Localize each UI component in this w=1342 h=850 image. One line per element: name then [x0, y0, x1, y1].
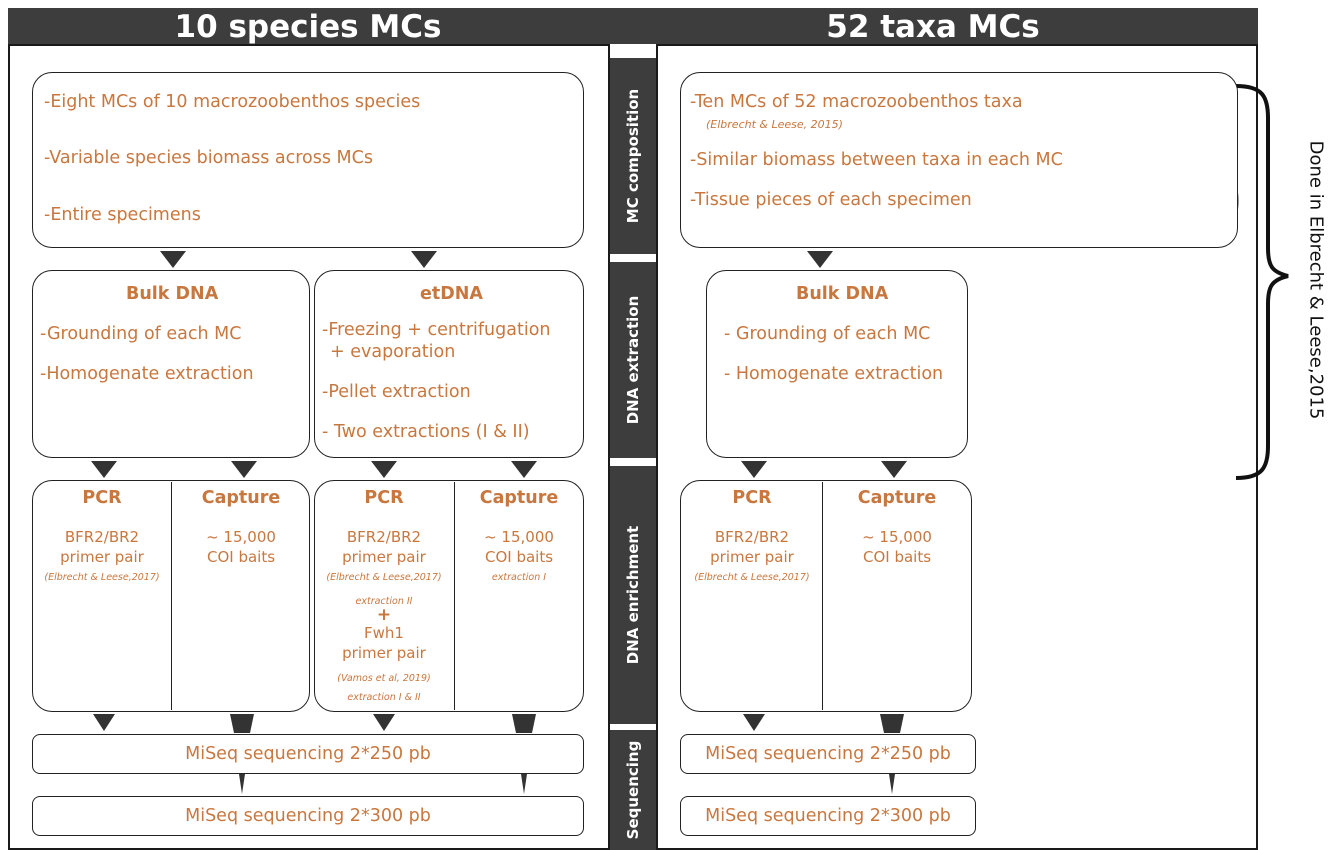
pcr2-line2: primer pair	[342, 548, 426, 566]
left-etdna-line2: -Pellet extraction	[322, 382, 471, 402]
arrow-seq-right	[889, 774, 895, 794]
left-seq-250: MiSeq sequencing 2*250 pb	[32, 734, 584, 774]
left-etdna-line1b: + evaporation	[330, 342, 456, 362]
arrow-seq-left-1	[239, 774, 245, 794]
pcr2-plus: +	[376, 605, 392, 625]
brace-label: Done in Elbrecht & Leese,2015	[1305, 140, 1327, 420]
pcr2-line3: Fwh1	[364, 624, 404, 642]
right-cap-title: Capture	[857, 488, 937, 508]
arrow-pcr2-seq	[373, 714, 395, 731]
pcr2-extraction-ii: extraction II	[355, 596, 413, 607]
left-panel	[8, 44, 610, 850]
arrow-comp-etdna	[411, 251, 437, 268]
pcr1-cite: (Elbrecht & Leese,2017)	[44, 572, 160, 583]
arrow-right-cap-seq	[880, 714, 904, 733]
right-bulk-line2: - Homogenate extraction	[724, 364, 944, 384]
left-bulk-box	[32, 270, 310, 458]
pcr2-cite2: (Vamos et al, 2019)	[337, 673, 431, 684]
left-bulk-line1: -Grounding of each MC	[40, 324, 242, 344]
left-etdna-box	[314, 270, 584, 458]
left-comp-line3: -Entire specimens	[44, 205, 201, 225]
left-enrich-divider-2	[454, 482, 455, 710]
right-comp-cite: (Elbrecht & Leese, 2015)	[706, 118, 843, 131]
arrow-bulk-pcr	[91, 461, 117, 478]
brace	[1235, 84, 1289, 480]
left-bulk-line2: -Homogenate extraction	[40, 364, 254, 384]
left-comp-line2: -Variable species biomass across MCs	[44, 148, 373, 168]
arrow-right-comp-bulk	[807, 251, 833, 268]
right-seq-300: MiSeq sequencing 2*300 pb	[680, 796, 976, 836]
left-bulk-title: Bulk DNA	[126, 284, 219, 304]
right-composition-box	[680, 72, 1238, 248]
arrow-bulk-capture	[231, 461, 257, 478]
cap2-line1: ~ 15,000	[484, 528, 554, 546]
band-enrichment	[610, 466, 656, 724]
left-seq-300: MiSeq sequencing 2*300 pb	[32, 796, 584, 836]
right-comp-line1: -Ten MCs of 52 macrozoobenthos taxa	[690, 92, 1023, 112]
arrow-seq-left-2	[521, 774, 527, 794]
cap2-line2: COI baits	[484, 548, 554, 566]
cap1-line2: COI baits	[206, 548, 276, 566]
right-header: 52 taxa MCs	[608, 8, 1258, 45]
right-pcr-cite: (Elbrecht & Leese,2017)	[694, 572, 810, 583]
right-bulk-box	[706, 270, 968, 458]
left-etdna-line1: -Freezing + centrifugation	[322, 320, 551, 340]
pcr1-line2: primer pair	[60, 548, 144, 566]
pcr2-title: PCR	[364, 488, 404, 508]
pcr1-line1: BFR2/BR2	[64, 528, 140, 546]
right-bulk-title: Bulk DNA	[796, 284, 889, 304]
right-pcr-line2: primer pair	[710, 548, 794, 566]
arrow-etdna-capture	[511, 461, 537, 478]
arrow-right-pcr-seq	[743, 714, 765, 731]
left-header: 10 species MCs	[8, 8, 608, 45]
pcr2-extraction-i-ii: extraction I & II	[347, 692, 421, 703]
pcr2-cite: (Elbrecht & Leese,2017)	[326, 572, 442, 583]
left-composition-box	[32, 72, 584, 248]
pcr2-line1: BFR2/BR2	[346, 528, 422, 546]
right-comp-line3: -Tissue pieces of each specimen	[690, 190, 972, 210]
pcr2-line4: primer pair	[342, 644, 426, 662]
left-comp-line1: -Eight MCs of 10 macrozoobenthos species	[44, 92, 421, 112]
left-etdna-title: etDNA	[420, 284, 483, 304]
left-enrich-divider-1	[171, 482, 172, 710]
pcr1-title: PCR	[82, 488, 122, 508]
band-extraction	[610, 262, 656, 458]
right-comp-line2: -Similar biomass between taxa in each MC	[690, 150, 1063, 170]
arrow-cap1-seq	[230, 714, 254, 733]
arrow-right-bulk-pcr	[741, 461, 767, 478]
cap2-title: Capture	[479, 488, 559, 508]
right-seq-250: MiSeq sequencing 2*250 pb	[680, 734, 976, 774]
right-pcr-line1: BFR2/BR2	[714, 528, 790, 546]
arrow-right-bulk-capture	[881, 461, 907, 478]
band-composition	[610, 58, 656, 254]
right-panel	[656, 44, 1258, 850]
cap2-extraction: extraction I	[491, 572, 547, 583]
arrow-pcr1-seq	[93, 714, 115, 731]
left-etdna-line3: - Two extractions (I & II)	[322, 422, 530, 442]
right-bulk-line1: - Grounding of each MC	[724, 324, 931, 344]
right-pcr-title: PCR	[732, 488, 772, 508]
right-cap-line2: COI baits	[862, 548, 932, 566]
left-enrich-box-2	[314, 480, 584, 712]
right-cap-line1: ~ 15,000	[862, 528, 932, 546]
arrow-cap2-seq	[512, 714, 536, 733]
right-enrich-box	[680, 480, 972, 712]
cap1-title: Capture	[201, 488, 281, 508]
arrow-comp-bulk	[160, 251, 186, 268]
right-enrich-divider	[822, 482, 823, 710]
band-sequencing	[610, 730, 656, 850]
cap1-line1: ~ 15,000	[206, 528, 276, 546]
arrow-etdna-pcr	[371, 461, 397, 478]
